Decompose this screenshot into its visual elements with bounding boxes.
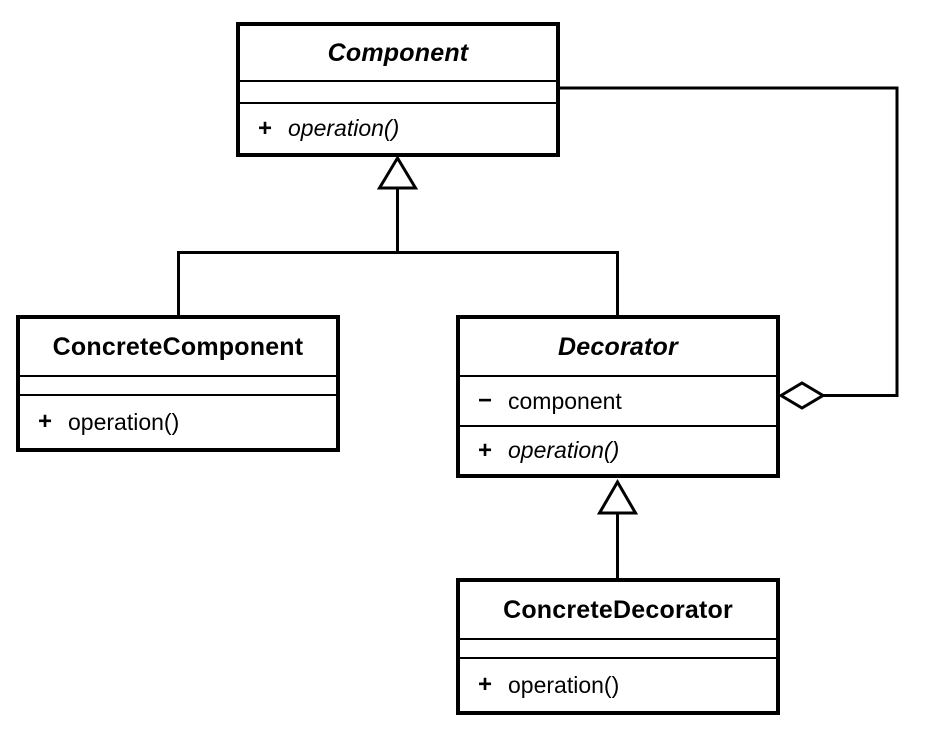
visibility-marker: + bbox=[478, 671, 493, 698]
operation-row-component-operation[interactable]: + operation() bbox=[240, 115, 399, 143]
operation-label: operation() bbox=[508, 671, 620, 698]
hollow-triangle-icon-decorator bbox=[596, 479, 639, 515]
operations-compartment-concretedecorator: + operation() bbox=[460, 659, 776, 711]
operation-row-decorator-operation[interactable]: + operation() bbox=[460, 437, 619, 465]
class-box-concretedecorator[interactable]: ConcreteDecorator + operation() bbox=[456, 578, 780, 715]
visibility-marker: + bbox=[478, 436, 493, 464]
operation-row-concretedecorator-operation[interactable]: + operation() bbox=[460, 671, 619, 699]
attribute-label: component bbox=[508, 387, 622, 414]
class-name-component: Component bbox=[240, 26, 556, 82]
attribute-row-decorator-component[interactable]: − component bbox=[460, 387, 622, 415]
class-name-concretecomponent: ConcreteComponent bbox=[20, 319, 336, 377]
class-box-concretecomponent[interactable]: ConcreteComponent + operation() bbox=[16, 315, 340, 452]
generalization-to-component bbox=[177, 155, 619, 317]
attributes-compartment-component bbox=[240, 82, 556, 104]
operations-compartment-decorator: + operation() bbox=[460, 427, 776, 474]
hollow-triangle-icon-component bbox=[376, 155, 419, 190]
class-box-decorator[interactable]: Decorator − component + operation() bbox=[456, 315, 780, 478]
operation-row-concretecomponent-operation[interactable]: + operation() bbox=[20, 408, 179, 436]
operations-compartment-component: + operation() bbox=[240, 104, 556, 153]
visibility-marker: − bbox=[478, 387, 493, 414]
class-name-concretedecorator: ConcreteDecorator bbox=[460, 582, 776, 640]
class-box-component[interactable]: Component + operation() bbox=[236, 22, 560, 157]
attributes-compartment-decorator: − component bbox=[460, 377, 776, 427]
class-name-decorator: Decorator bbox=[460, 319, 776, 377]
operation-label: operation() bbox=[288, 115, 400, 141]
operation-label: operation() bbox=[508, 437, 620, 463]
operation-label: operation() bbox=[68, 408, 180, 435]
operations-compartment-concretecomponent: + operation() bbox=[20, 396, 336, 448]
attributes-compartment-concretedecorator bbox=[460, 640, 776, 659]
generalization-to-decorator bbox=[596, 479, 639, 580]
visibility-marker: + bbox=[38, 408, 53, 435]
visibility-marker: + bbox=[258, 114, 273, 142]
attributes-compartment-concretecomponent bbox=[20, 377, 336, 396]
hollow-diamond-icon bbox=[778, 381, 826, 410]
